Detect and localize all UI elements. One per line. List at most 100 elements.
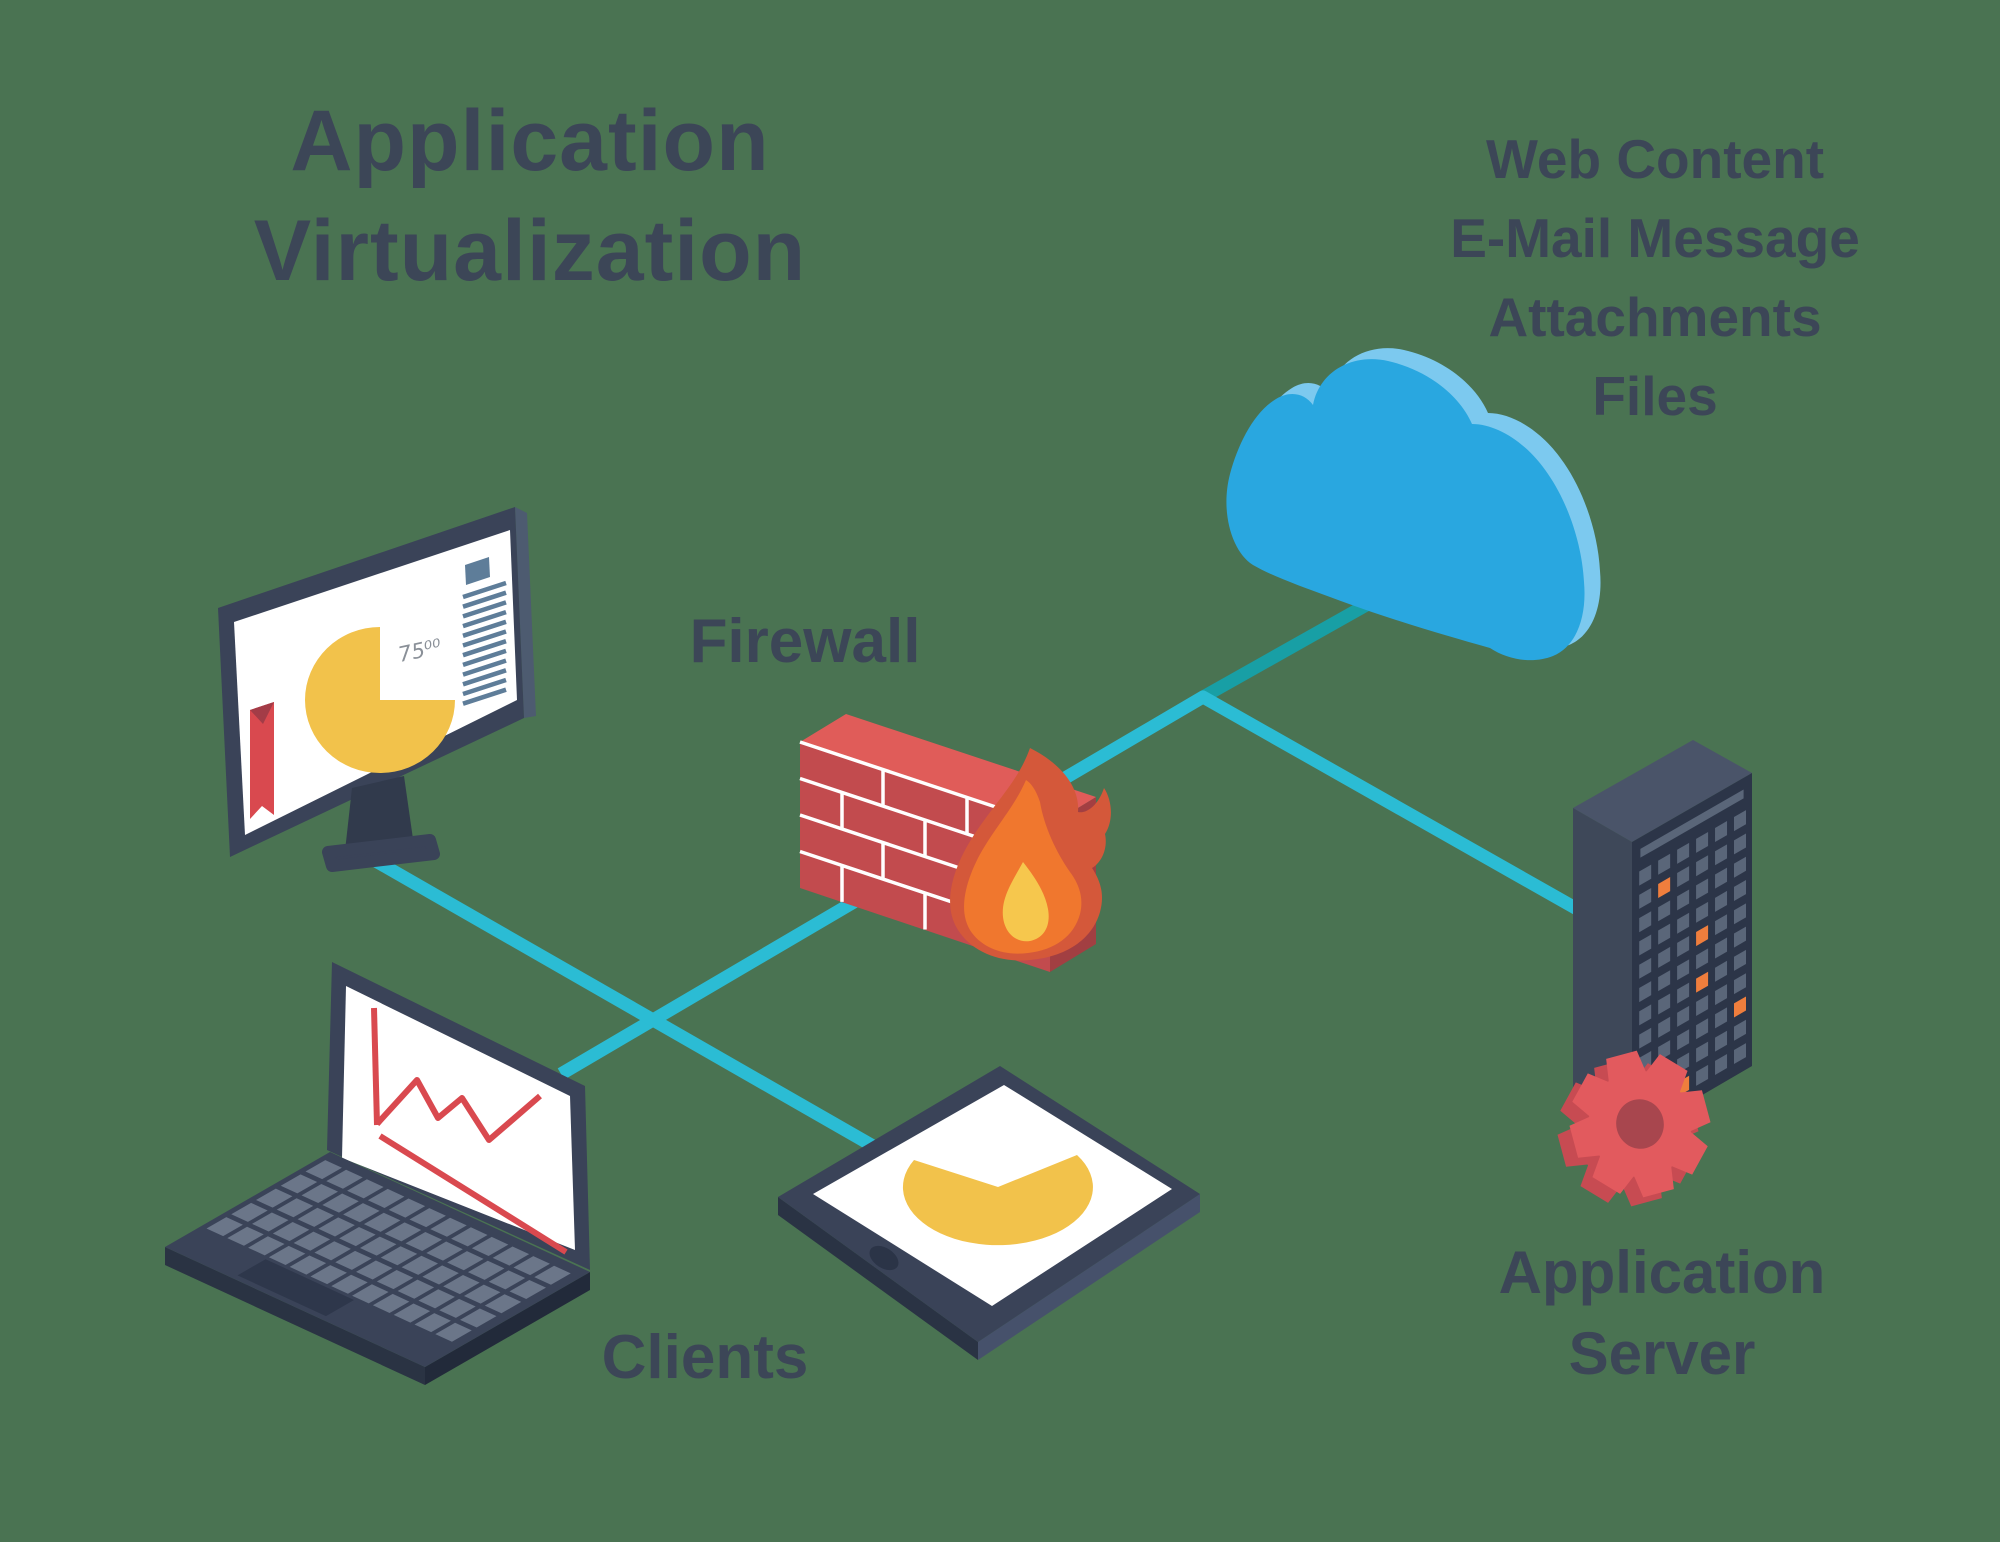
server-led	[1639, 1027, 1652, 1049]
laptop-key	[418, 1289, 455, 1309]
laptop-key	[460, 1308, 497, 1328]
laptop-key	[206, 1217, 243, 1237]
server-led	[1639, 864, 1652, 886]
screen-pie-chart	[305, 627, 455, 773]
server-led	[1696, 1018, 1709, 1040]
laptop-key	[367, 1188, 405, 1208]
server-led	[1658, 900, 1671, 922]
server-led	[1734, 1019, 1747, 1041]
server-led	[1734, 810, 1747, 832]
laptop-key	[401, 1255, 439, 1275]
laptop-key	[314, 1241, 351, 1261]
laptop-key	[289, 1255, 327, 1275]
chart-zigzag-line	[374, 1077, 542, 1143]
server-vent-slot	[1640, 789, 1744, 858]
server-led	[1734, 973, 1747, 995]
application-server-label-line1: Application	[1498, 1239, 1826, 1306]
application-server-label: Application Server	[1432, 1232, 1892, 1394]
server-led	[1639, 911, 1652, 933]
laptop-key	[272, 1222, 310, 1242]
server-led	[1658, 970, 1671, 992]
server-led	[1715, 890, 1728, 912]
laptop-key	[318, 1217, 355, 1237]
laptop-key	[363, 1212, 401, 1232]
server-led	[1715, 1053, 1728, 1075]
server-led	[1734, 949, 1747, 971]
laptop-key	[467, 1260, 505, 1280]
firewall-label: Firewall	[689, 607, 921, 676]
laptop-key	[405, 1231, 442, 1252]
laptop-key	[301, 1183, 338, 1204]
server-led	[1677, 959, 1690, 981]
server-led	[1677, 842, 1690, 864]
title-line-2: Virtualization	[253, 203, 807, 299]
server-led	[1639, 981, 1652, 1003]
laptop-key	[484, 1294, 522, 1314]
server-led	[1696, 948, 1709, 970]
server-led-orange	[1696, 925, 1709, 947]
server-led	[1715, 1007, 1728, 1029]
server-led	[1677, 889, 1690, 911]
server-led	[1734, 926, 1747, 948]
laptop-key	[352, 1284, 389, 1304]
laptop-key	[426, 1241, 463, 1261]
laptop-key	[293, 1231, 331, 1251]
firewall-icon	[799, 714, 1111, 972]
laptop-key	[414, 1313, 451, 1333]
server-led	[1734, 903, 1747, 925]
diagram-title: Application Virtualization	[90, 86, 970, 306]
laptop-key	[471, 1236, 509, 1256]
server-top-face	[1573, 740, 1752, 842]
connector-laptop-to-server	[557, 690, 1604, 1080]
server-led	[1658, 853, 1671, 875]
laptop-icon	[165, 962, 590, 1385]
laptop-key	[393, 1303, 431, 1323]
laptop-key	[388, 1198, 426, 1218]
laptop-key	[534, 1265, 571, 1285]
laptop-key	[409, 1208, 446, 1228]
tablet-pie-chart	[902, 1155, 1093, 1246]
server-led	[1696, 878, 1709, 900]
server-led	[1696, 1041, 1709, 1063]
server-side-face	[1573, 808, 1632, 1136]
laptop-key	[310, 1265, 347, 1285]
gear-icon	[1557, 1050, 1711, 1207]
laptop-keyboard-keys	[206, 1160, 571, 1342]
clients-label: Clients	[601, 1323, 809, 1392]
laptop-key	[276, 1198, 314, 1218]
laptop-key	[343, 1203, 380, 1223]
laptop-key	[347, 1179, 384, 1199]
server-led	[1715, 821, 1728, 843]
laptop-key	[509, 1279, 546, 1300]
flame-core	[1002, 862, 1049, 942]
cloud-content-list: Web Content E-Mail Message Attachments F…	[1390, 120, 1920, 436]
server-led	[1639, 887, 1652, 909]
server-led	[1677, 982, 1690, 1004]
server-led	[1696, 855, 1709, 877]
chart-trend-line	[378, 1133, 568, 1255]
server-led	[1734, 833, 1747, 855]
monitor-base	[322, 834, 440, 872]
cloud-item-files: Files	[1592, 365, 1718, 427]
cloud-icon	[1226, 348, 1601, 661]
server-led-orange	[1696, 971, 1709, 993]
laptop-key	[372, 1293, 410, 1313]
laptop-key	[339, 1227, 376, 1247]
server-led	[1677, 1029, 1690, 1051]
server-led	[1715, 960, 1728, 982]
laptop-key	[297, 1207, 335, 1227]
tablet-edge-left	[778, 1197, 978, 1360]
server-led	[1677, 866, 1690, 888]
tablet-home-button	[869, 1245, 899, 1271]
server-led	[1696, 831, 1709, 853]
laptop-key	[488, 1270, 526, 1290]
laptop-key	[447, 1251, 484, 1271]
server-led	[1658, 1016, 1671, 1038]
laptop-key	[359, 1236, 397, 1256]
laptop-key	[384, 1222, 422, 1242]
tablet-icon	[778, 1066, 1200, 1360]
cloud-item-email-message: E-Mail Message	[1450, 207, 1860, 269]
laptop-key	[280, 1174, 318, 1194]
laptop-key	[397, 1279, 435, 1299]
server-led	[1715, 914, 1728, 936]
